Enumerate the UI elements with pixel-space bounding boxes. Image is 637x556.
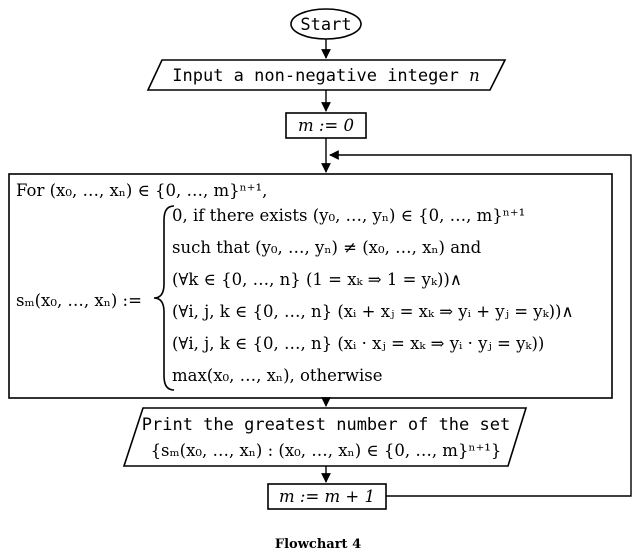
start-node: Start [290, 8, 362, 40]
edge-loop-back [329, 150, 632, 497]
input-text: Input a non-negative integer [172, 66, 469, 86]
print-line2: {sₘ(x₀, …, xₙ) : (x₀, …, xₙ) ∈ {0, …, m}… [151, 441, 502, 460]
case-line: such that (y₀, …, yₙ) ≠ (x₀, …, xₙ) and [172, 238, 482, 257]
init-node: m := 0 [285, 112, 367, 139]
case-line: (∀i, j, k ∈ {0, …, n} (xᵢ + xⱼ = xₖ ⇒ yᵢ… [172, 302, 574, 321]
case-line: (∀i, j, k ∈ {0, …, n} (xᵢ · xⱼ = xₖ ⇒ yᵢ… [172, 334, 544, 353]
case-line: max(x₀, …, xₙ), otherwise [172, 366, 382, 385]
start-label: Start [300, 15, 351, 35]
case-line: 0, if there exists (y₀, …, yₙ) ∈ {0, …, … [172, 206, 525, 225]
increment-node: m := m + 1 [267, 483, 387, 510]
input-variable: n [469, 66, 480, 85]
case-line: (∀k ∈ {0, …, n} (1 = xₖ ⇒ 1 = yₖ))∧ [172, 270, 462, 289]
increment-label: m := m + 1 [279, 487, 375, 506]
print-line1: Print the greatest number of the set [142, 415, 510, 435]
definition-lhs: sₘ(x₀, …, xₙ) := [16, 291, 142, 310]
definition-node: For (x₀, …, xₙ) ∈ {0, …, m}ⁿ⁺¹, sₘ(x₀, …… [8, 173, 613, 399]
print-node: Print the greatest number of the set {sₘ… [122, 407, 528, 467]
input-label: Input a non-negative integer n [172, 66, 479, 86]
case-brace [153, 205, 175, 391]
init-label: m := 0 [298, 116, 354, 135]
figure-caption: Flowchart 4 [275, 537, 361, 552]
definition-line1: For (x₀, …, xₙ) ∈ {0, …, m}ⁿ⁺¹, [16, 181, 267, 200]
input-node: Input a non-negative integer n [146, 59, 507, 91]
